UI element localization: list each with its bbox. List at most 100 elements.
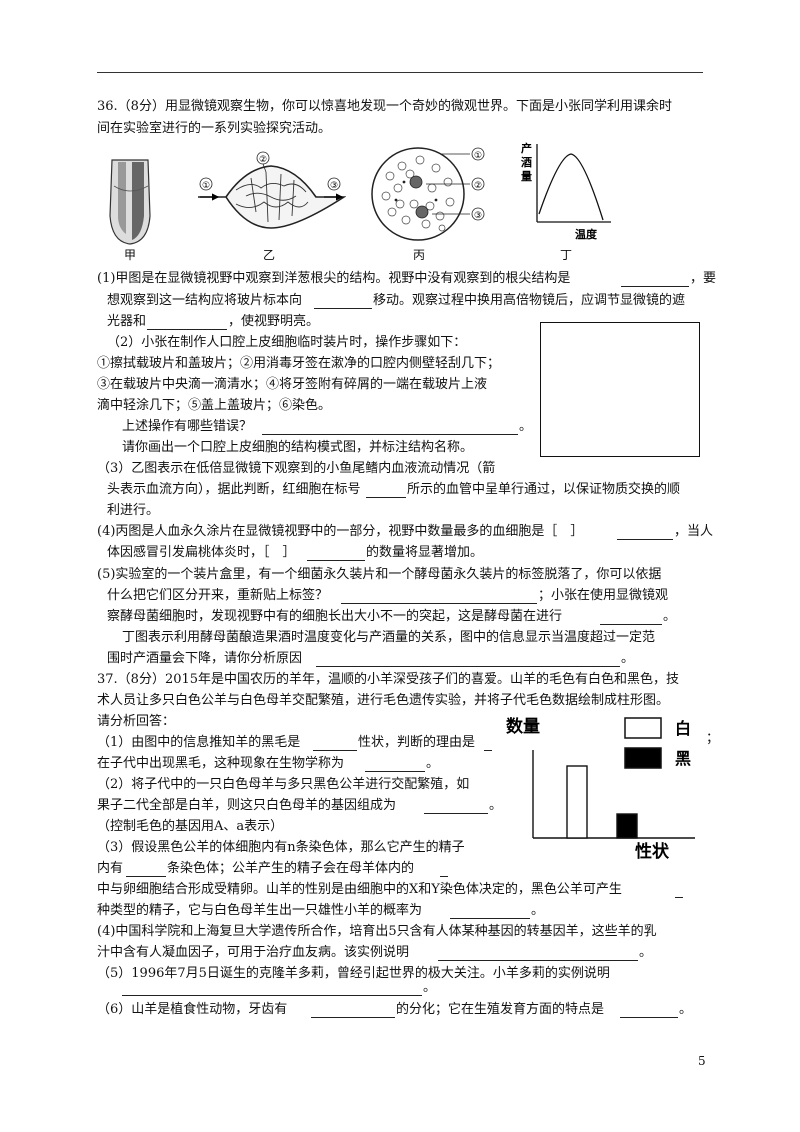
figure-jia-root-tip — [109, 159, 151, 245]
q36-p5-line2b: ；小张在使用显微镜观 — [538, 588, 669, 603]
figure-yi-caption: 乙 — [263, 248, 276, 262]
q36-p1-line1-tail: ，要 — [690, 271, 717, 286]
q36-p5-line3a: 察酵母菌细胞时，发现视野中有的细胞长出大小不一的突起，这是酵母菌在进行 — [107, 609, 563, 624]
bing-label-2: ② — [474, 181, 482, 191]
header-rule — [97, 72, 703, 73]
q37-s3-line3: 中与卵细胞结合形成受精卵。山羊的性别是由细胞中的X和Y染色体决定的，黑色公羊可产… — [97, 882, 622, 897]
chart-ylabel: 数量 — [506, 716, 540, 737]
ding-xlabel: 温度 — [575, 227, 598, 241]
figure-jia-caption: 甲 — [124, 248, 137, 262]
q36-p2-line5: 上述操作有哪些错误？ — [122, 419, 253, 434]
answer-blank-genotype[interactable] — [424, 813, 488, 814]
answer-blank-root-structure[interactable] — [621, 286, 689, 287]
q37-line2: 术人员让多只白色公羊与白色母羊交配繁殖，进行毛色遗传实验，并将子代毛色数据绘制成… — [97, 693, 670, 708]
q37-semicolon: ； — [706, 731, 720, 746]
answer-blank-reproduction[interactable] — [600, 624, 662, 625]
answer-blank-distinguish-basis[interactable] — [341, 603, 537, 604]
answer-blank-mirror[interactable] — [147, 329, 227, 330]
figure-bing-caption: 丙 — [413, 248, 426, 262]
q37-s6-line1c: 。 — [679, 1002, 693, 1017]
q37-s3-line2a: 内有 — [97, 861, 124, 876]
q37-s1-line2b: 。 — [426, 756, 440, 771]
q37-s1-line1b: 性状，判断的理由是 — [358, 735, 476, 750]
q36-p5-line2a: 什么把它们区分开来，重新贴上标签？ — [107, 588, 329, 603]
q36-p3-line2b: 所示的血管中呈单行通过，以保证物质交换的顺 — [407, 482, 681, 497]
answer-blank-reproduction-trait[interactable] — [620, 1017, 678, 1018]
q36-p4-line2b: 的数量将显著增加。 — [366, 545, 484, 560]
yi-label-1: ① — [202, 181, 210, 191]
legend-label-white: 白 — [675, 719, 691, 738]
q36-p5-line1: (5)实验室的一个装片盒里，有一个细菌永久装片和一个酵母菌永久装片的标签脱落了，… — [97, 567, 662, 582]
bar-white — [566, 765, 588, 839]
q37-s1-line2a: 在子代中出现黑毛，这种现象在生物学称为 — [97, 756, 345, 771]
q37-s2-line2b: 。 — [489, 798, 503, 813]
q36-p3-line3: 利进行。 — [107, 503, 160, 518]
q37-s4-line1: (4)中国科学院和上海复旦大学遗传所合作，培育出5只含有人体某种基因的转基因羊，… — [97, 924, 657, 939]
q36-p2-line3: ③在载玻片中央滴一滴清水；④将牙签附有碎屑的一端在载玻片上液 — [97, 377, 488, 392]
answer-blank-sperm-types[interactable] — [675, 897, 683, 898]
ding-ylabel-2: 酒 — [521, 156, 532, 169]
q37-s2-line1: （2）将子代中的一只白色母羊与多只黑色公羊进行交配繁殖，如 — [97, 777, 470, 792]
answer-blank-move-direction[interactable] — [314, 308, 372, 309]
legend-swatch-black — [624, 747, 662, 769]
answer-blank-vessel-number[interactable] — [366, 497, 406, 498]
coat-color-bar-chart: 数量 白黑 性状 — [506, 716, 695, 862]
q36-p6-line2a: 围时产酒量会下降，请你分析原因 — [107, 651, 303, 666]
q36-p2-line4: 滴中轻涂几下；⑤盖上盖玻片；⑥染色。 — [97, 398, 332, 413]
q36-p4-line1a: (4)丙图是人血永久涂片在显微镜视野中的一部分，视野中数量最多的血细胞是［ ］ — [97, 524, 584, 539]
chart-xlabel: 性状 — [635, 841, 670, 862]
q36-p1-line1: (1)甲图是在显微镜视野中观察到洋葱根尖的结构。视野中没有观察到的根尖结构是 — [97, 271, 571, 286]
answer-blank-yield-reason[interactable] — [316, 666, 620, 667]
answer-blank-transgenic[interactable] — [438, 960, 638, 961]
q36-p1-line2b: 移动。观察过程中换用高倍物镜后，应调节显微镜的遮 — [373, 293, 686, 308]
answer-blank-errors[interactable] — [262, 434, 518, 435]
q37-s5-line1: （5）1996年7月5日诞生的克隆羊多莉，曾经引起世界的极大关注。小羊多莉的实例… — [97, 966, 610, 981]
q36-p2-line6: 请你画出一个口腔上皮细胞的结构模式图，并标注结构名称。 — [122, 440, 474, 455]
answer-blank-probability[interactable] — [450, 918, 530, 919]
answer-blank-black-trait[interactable] — [313, 750, 357, 751]
q36-p5-line3b: 。 — [663, 609, 677, 624]
legend-swatch-white — [624, 717, 662, 739]
ding-ylabel-3: 量 — [521, 170, 532, 183]
q37-s3-line4a: 种类型的精子，它与白色母羊生出一只雄性小羊的概率为 — [97, 903, 423, 918]
q37-s3-line2b: 条染色体；公羊产生的精子会在母羊体内的 — [167, 861, 415, 876]
q37-s1-line1a: （1）由图中的信息推知羊的黑毛是 — [97, 735, 301, 750]
drawing-box-cell-diagram[interactable] — [540, 322, 700, 457]
q37-line1: 37.（8分）2015年是中国农历的羊年，温顺的小羊深受孩子们的喜爱。山羊的毛色… — [97, 672, 680, 687]
figure-ding-caption: 丁 — [560, 248, 573, 262]
q36-p1-line3a: 光器和 — [107, 314, 147, 329]
q36-p2-line2: ①擦拭载玻片和盖玻片；②用消毒牙签在漱净的口腔内侧壁轻刮几下； — [97, 356, 501, 371]
bing-label-3: ③ — [474, 211, 482, 221]
q36-line1: 36.（8分）用显微镜观察生物，你可以惊喜地发现一个奇妙的微观世界。下面是小张同… — [97, 99, 672, 114]
q37-s5-line2b: 。 — [423, 980, 437, 995]
q37-s4-line2a: 汁中含有人凝血因子，可用于治疗血友病。该实例说明 — [97, 945, 410, 960]
answer-blank-clone[interactable] — [122, 995, 422, 996]
q37-s3-line1: （3）假设黑色公羊的体细胞内有n条染色体，那么它产生的精子 — [97, 840, 465, 855]
q36-p3-line2a: 头表示血流方向），据此判断，红细胞在标号 — [107, 482, 361, 497]
q37-s4-line2b: 。 — [639, 945, 653, 960]
answer-blank-chromosome-count[interactable] — [126, 876, 166, 877]
page-number: 5 — [698, 1054, 706, 1068]
legend-label-black: 黑 — [675, 749, 691, 768]
answer-blank-fertilization-site[interactable] — [440, 876, 448, 877]
answer-blank-most-cells[interactable] — [617, 539, 673, 540]
q36-p6-line2b: 。 — [621, 651, 635, 666]
answer-blank-teeth[interactable] — [311, 1017, 395, 1018]
q37-s6-line1b: 的分化；它在生殖发育方面的特点是 — [396, 1002, 605, 1017]
figure-bing-blood-smear: ① ② ③ — [371, 147, 485, 241]
yi-label-3: ③ — [330, 181, 338, 191]
q36-p4-line2a: 体因感冒引发扁桃体炎时，［ ］ — [107, 545, 296, 560]
answer-blank-variation[interactable] — [365, 771, 425, 772]
q36-p2-line1: （2）小张在制作人口腔上皮细胞临时装片时，操作步骤如下： — [107, 335, 467, 350]
figure-ding-yield-curve: 产 酒 量 温度 — [521, 141, 611, 241]
yi-label-2: ② — [259, 155, 267, 165]
q36-p1-line3b: ，使视野明亮。 — [228, 314, 320, 329]
q37-s2-line3: （控制毛色的基因用A、a表示） — [97, 819, 284, 834]
q36-p2-line5-tail: 。 — [519, 419, 533, 434]
answer-blank-reason[interactable] — [484, 750, 492, 751]
answer-blank-increased-cells[interactable] — [307, 560, 365, 561]
q37-line3: 请分析回答： — [97, 714, 176, 729]
q36-p6-line1: 丁图表示利用酵母菌酿造果酒时温度变化与产酒量的关系，图中的信息显示当温度超过一定… — [122, 630, 656, 645]
ding-ylabel-1: 产 — [521, 141, 532, 155]
q36-p1-line2a: 想观察到这一结构应将玻片标本向 — [107, 293, 303, 308]
